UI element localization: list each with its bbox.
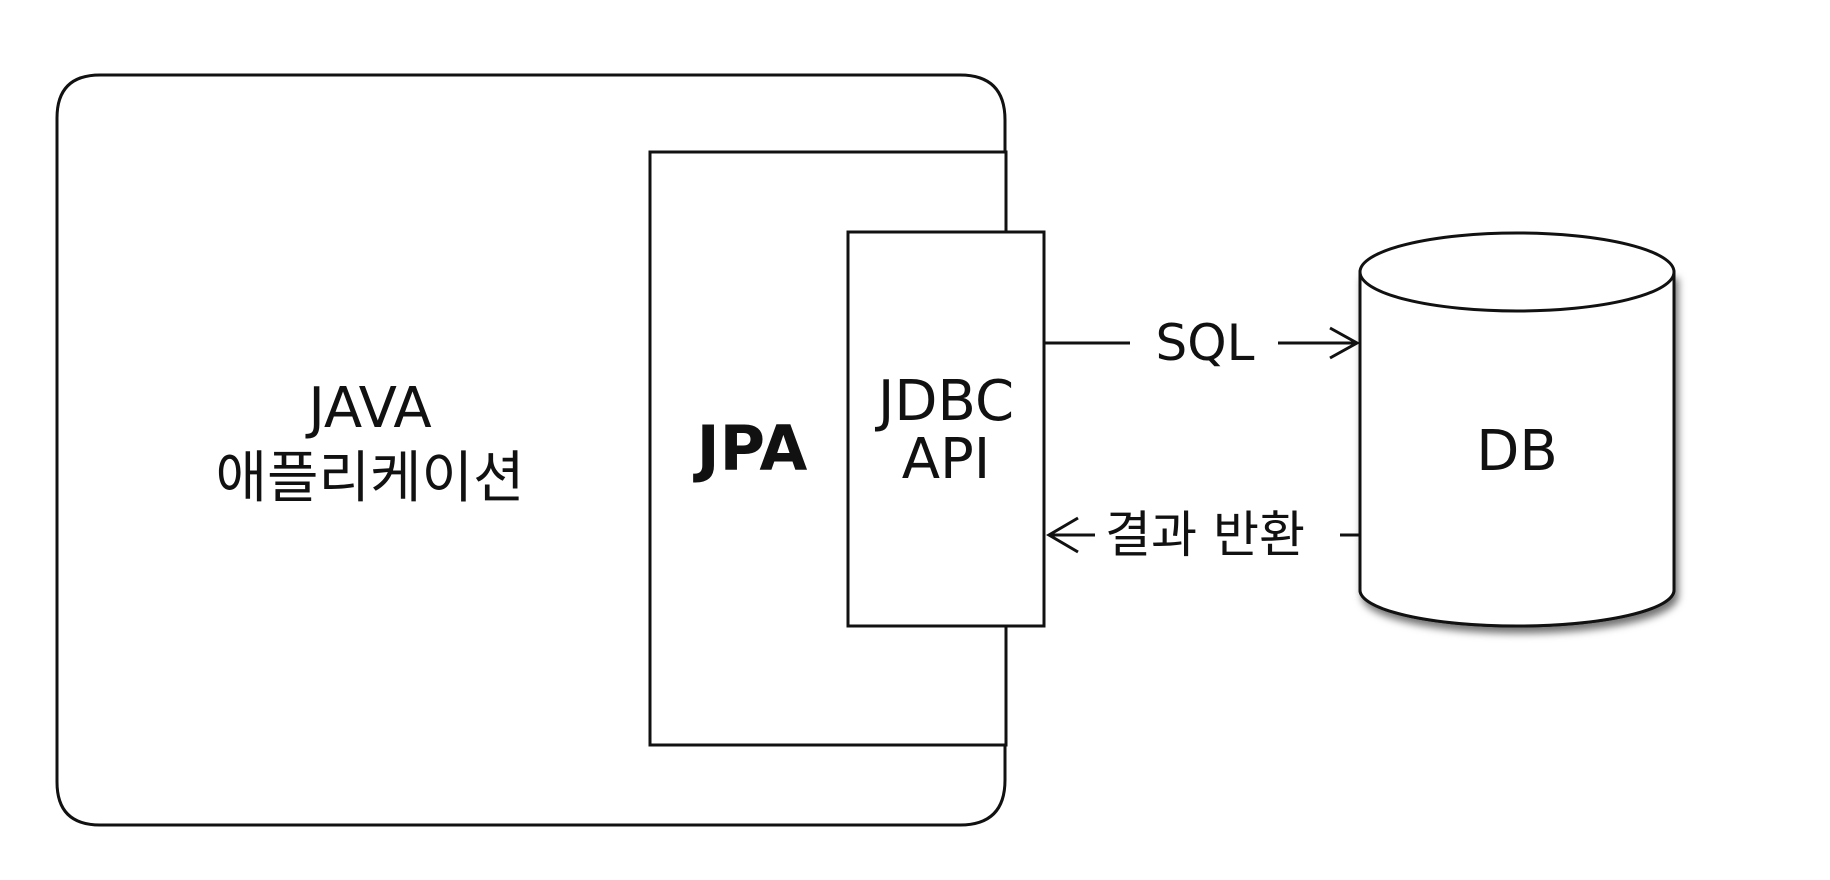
sql-edge-label: SQL	[1156, 314, 1255, 372]
jdbc-label-line1: JDBC	[875, 369, 1014, 434]
java-app-label-line1: JAVA	[305, 376, 431, 441]
db-label: DB	[1476, 419, 1558, 484]
result-arrowhead-icon	[1046, 516, 1079, 554]
sql-arrowhead-icon	[1329, 326, 1361, 360]
jpa-label: JPA	[693, 412, 808, 485]
result-edge: 결과 반환	[1046, 506, 1360, 564]
jdbc-label-line2: API	[902, 427, 991, 492]
db-cylinder-top	[1358, 231, 1676, 313]
result-edge-label: 결과 반환	[1105, 506, 1305, 564]
jdbc-api-box: JDBC API	[846, 230, 1046, 628]
db-cylinder: DB	[1358, 231, 1676, 628]
java-app-label-line2: 애플리케이션	[215, 446, 524, 511]
sql-edge: SQL	[1044, 314, 1361, 372]
